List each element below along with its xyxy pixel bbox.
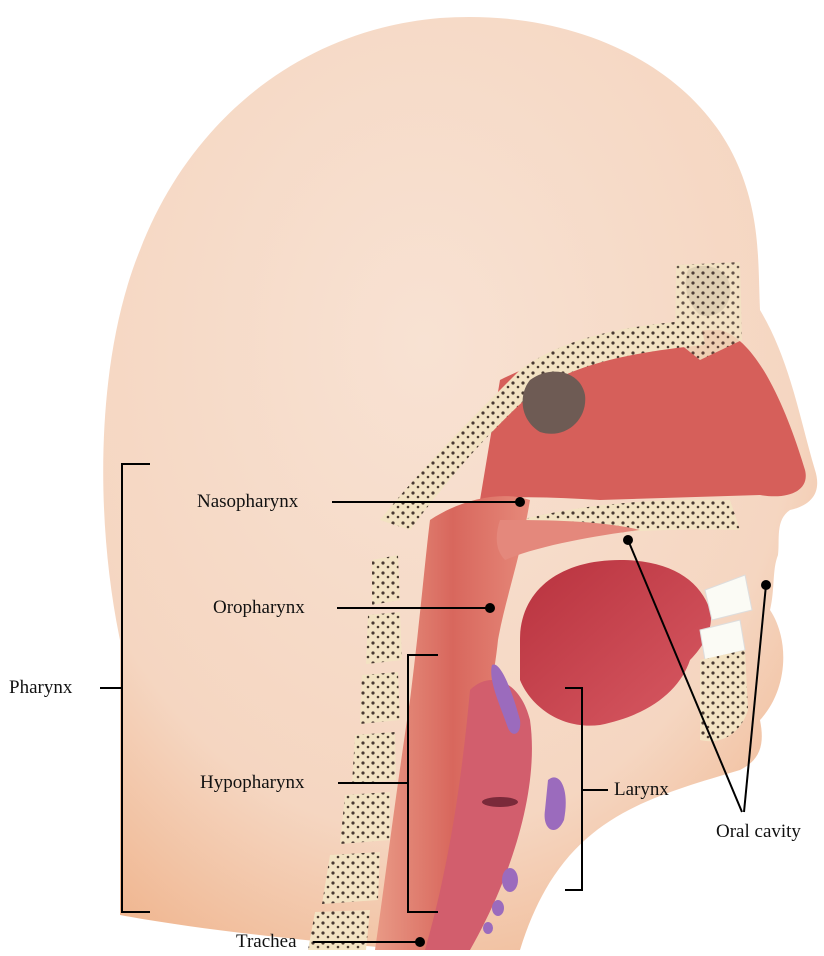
pharynx-label: Pharynx (9, 678, 72, 697)
hypopharynx-label: Hypopharynx (200, 773, 304, 792)
oral-cavity-dot-2 (761, 580, 771, 590)
nasopharynx-label: Nasopharynx (197, 492, 298, 511)
oropharynx-label: Oropharynx (213, 598, 305, 617)
oropharynx-dot (485, 603, 495, 613)
vocal-cords (482, 797, 518, 807)
trachea-label: Trachea (236, 932, 297, 951)
oral-cavity-dot-1 (623, 535, 633, 545)
trachea-dot (415, 937, 425, 947)
oral-cavity-label: Oral cavity (716, 822, 801, 841)
nasopharynx-dot (515, 497, 525, 507)
larynx-label: Larynx (614, 780, 669, 799)
